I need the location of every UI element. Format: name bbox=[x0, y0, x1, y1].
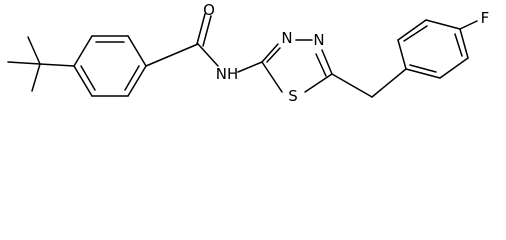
bond bbox=[197, 43, 219, 67]
bond bbox=[27, 36, 41, 65]
bond bbox=[397, 19, 427, 41]
benzene-ring-left bbox=[73, 35, 147, 97]
atom-label-sulfur: S bbox=[288, 87, 298, 105]
bond bbox=[425, 19, 461, 30]
carbonyl-bond bbox=[196, 13, 206, 45]
double-bond-inner bbox=[124, 65, 140, 91]
bond bbox=[331, 73, 373, 98]
double-bond-inner bbox=[454, 33, 463, 57]
carbonyl-bond bbox=[202, 15, 212, 47]
bond bbox=[261, 43, 279, 63]
benzene-ring-right bbox=[397, 19, 478, 79]
bond bbox=[321, 49, 333, 75]
atom-label-thiadiazole-n3: N bbox=[281, 29, 292, 47]
bond bbox=[261, 61, 283, 93]
bond bbox=[439, 57, 469, 79]
atom-label-oxygen: O bbox=[203, 1, 215, 19]
bond bbox=[459, 20, 478, 30]
bond bbox=[145, 43, 199, 67]
double-bond-inner bbox=[315, 53, 327, 77]
bond bbox=[397, 39, 407, 70]
atom-label-thiadiazole-n4: N bbox=[313, 31, 324, 49]
benzyl-linker bbox=[331, 68, 407, 98]
bond bbox=[371, 68, 407, 98]
tert-butyl-group bbox=[7, 36, 75, 92]
bond bbox=[459, 28, 469, 59]
bond bbox=[73, 35, 93, 67]
atom-labels: O NH N N S F bbox=[203, 1, 489, 105]
double-bond-inner bbox=[403, 25, 428, 42]
thiadiazole-ring bbox=[261, 39, 333, 93]
bond bbox=[304, 73, 333, 93]
atom-label-fluorine: F bbox=[481, 9, 490, 27]
double-bond-inner bbox=[80, 65, 96, 91]
bond bbox=[127, 35, 147, 67]
bond bbox=[73, 65, 93, 97]
molecule-structure: O NH N N S F bbox=[7, 1, 489, 105]
bond bbox=[39, 63, 75, 67]
bond bbox=[7, 61, 41, 65]
atom-label-amide-nh: NH bbox=[216, 65, 239, 83]
bond bbox=[127, 65, 147, 97]
double-bond-inner bbox=[266, 47, 281, 63]
bond bbox=[31, 63, 41, 92]
amide-group bbox=[145, 13, 263, 73]
bond bbox=[237, 61, 263, 73]
double-bond-inner bbox=[409, 64, 437, 73]
bond bbox=[405, 68, 441, 79]
